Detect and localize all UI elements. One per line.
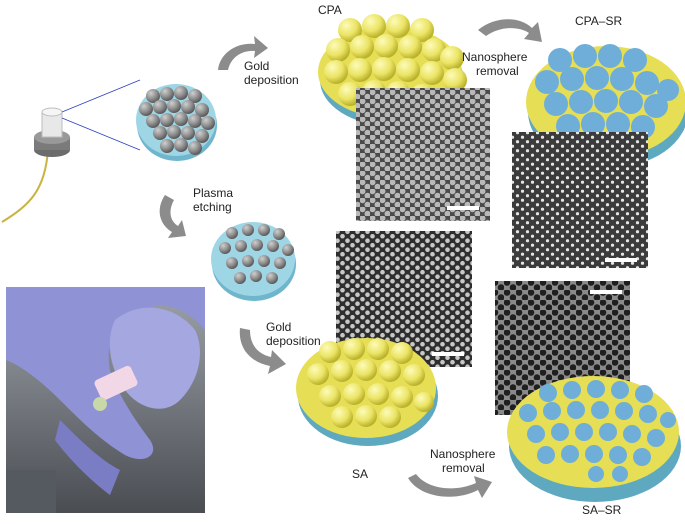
label-cpa: CPA: [318, 3, 342, 17]
process-arrows: [159, 19, 542, 498]
photo-probe-in-glove: [6, 287, 205, 513]
cpa-sr-disk: [526, 44, 685, 168]
label-nanosphere-removal-1-line2: removal: [476, 64, 519, 78]
etched-nanosphere-disk: [211, 222, 296, 301]
label-gold-deposition-1-line2: deposition: [244, 73, 299, 87]
arrow-gold-deposition-2: [239, 328, 286, 374]
label-gold-deposition-1-line1: Gold: [244, 59, 270, 73]
label-plasma-etching-line1: Plasma: [193, 186, 234, 200]
sem-image-cpa-sr: [512, 132, 648, 268]
arrow-nanosphere-removal-1: [478, 19, 542, 42]
label-sa: SA: [352, 467, 369, 481]
label-plasma-etching-line2: etching: [193, 200, 232, 214]
sem-image-cpa: [356, 88, 490, 221]
initial-nanosphere-disk: [136, 84, 217, 161]
arrow-nanosphere-removal-2: [408, 474, 492, 498]
optical-fiber-probe: [1, 79, 141, 223]
label-gold-deposition-2-line1: Gold: [266, 320, 292, 334]
label-sa-sr: SA–SR: [582, 503, 622, 517]
label-nanosphere-removal-2-line2: removal: [442, 461, 485, 475]
sa-sr-disk: [507, 376, 681, 502]
arrow-gold-deposition-1: [218, 36, 268, 70]
label-nanosphere-removal-2-line1: Nanosphere: [430, 447, 496, 461]
arrow-plasma-etching: [159, 195, 186, 238]
sa-disk: [296, 338, 438, 446]
label-gold-deposition-2-line2: deposition: [266, 334, 321, 348]
label-nanosphere-removal-1-line1: Nanosphere: [462, 50, 528, 64]
label-cpa-sr: CPA–SR: [575, 14, 623, 28]
